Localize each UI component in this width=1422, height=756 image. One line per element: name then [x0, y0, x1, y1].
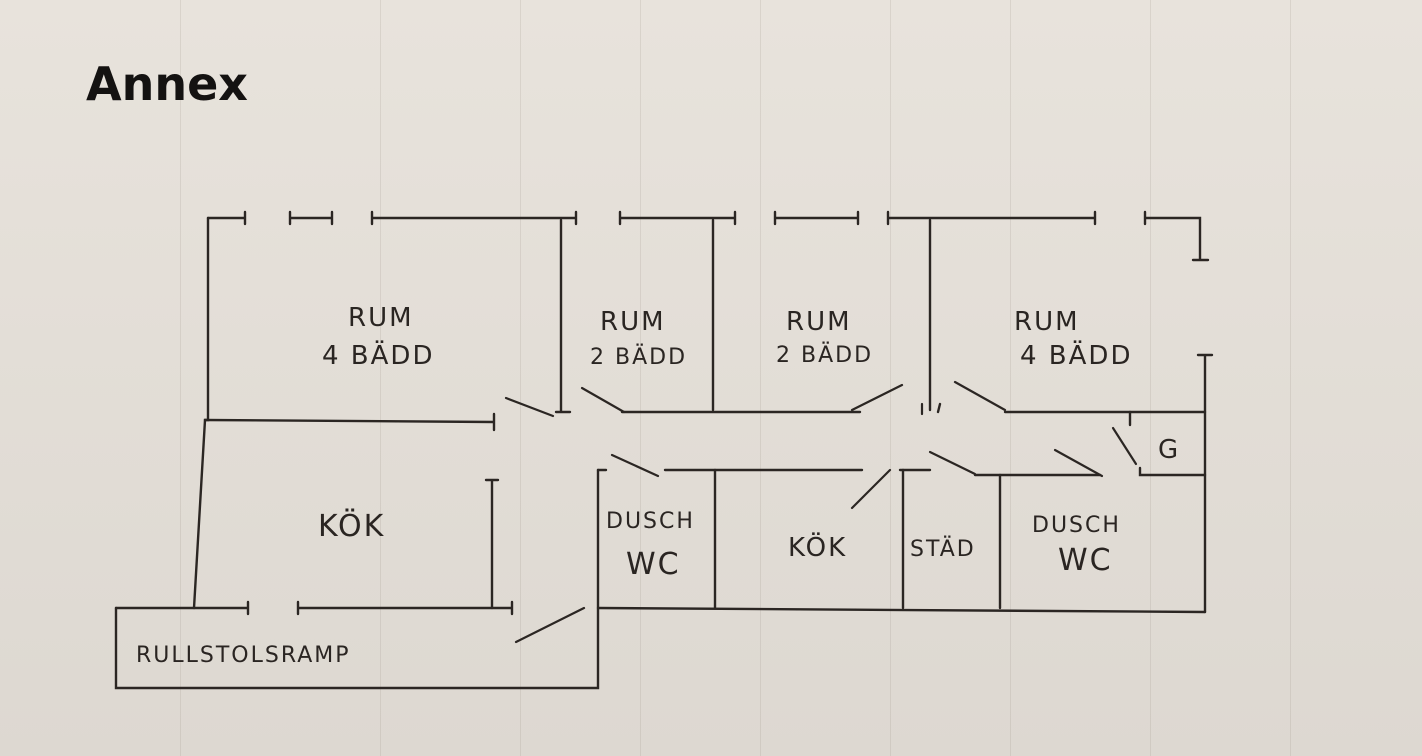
shower2-label-line1: DUSCH: [1032, 513, 1121, 538]
room2-label-line1: RUM: [600, 307, 666, 337]
door-cleaning: [928, 450, 977, 476]
room1-kitchen1-wall: [203, 412, 496, 432]
shower1-label-line2: WC: [626, 547, 681, 582]
top-walls: [206, 210, 1210, 262]
ramp-enclosure: [114, 468, 600, 690]
ghost-line: [1010, 0, 1011, 756]
door-room2: [580, 386, 626, 414]
ghost-line: [180, 0, 181, 756]
ghost-line: [520, 0, 521, 756]
ghost-line: [760, 0, 761, 756]
shower2-label-line2: WC: [1058, 543, 1113, 578]
door-kitchen2: [850, 468, 892, 510]
left-wall: [192, 216, 210, 610]
room3-label-line1: RUM: [786, 307, 852, 337]
lower-block-bottom-wall: [596, 606, 1207, 614]
doors: [504, 380, 1138, 644]
g-label: G: [1158, 435, 1180, 465]
door-room1: [504, 396, 555, 418]
room1-label-line1: RUM: [348, 303, 414, 333]
cleaning-label: STÄD: [910, 536, 976, 562]
ramp-label: RULLSTOLSRAMP: [136, 643, 351, 668]
kitchen1-label: KÖK: [318, 508, 385, 544]
ghost-line: [1150, 0, 1151, 756]
kitchen2-label: KÖK: [788, 531, 847, 563]
room1-label-line2: 4 BÄDD: [322, 339, 434, 371]
plan-title: Annex: [86, 57, 248, 111]
shower1-label-line1: DUSCH: [606, 509, 695, 534]
room4-label-line1: RUM: [1014, 307, 1080, 337]
right-wall: [1196, 353, 1214, 614]
corridor-wall-upper-b: [936, 402, 1207, 414]
g-closet-wall: [1128, 410, 1207, 477]
door-room3: [850, 383, 904, 412]
kitchen1-right-wall: [484, 478, 500, 610]
kitchen1-bottom-wall-b: [296, 600, 514, 616]
door-ramp: [514, 606, 586, 644]
room3-label-line2: 2 BÄDD: [776, 342, 873, 368]
room2-label-line2: 2 BÄDD: [590, 344, 687, 370]
room1-room2-divider: [554, 218, 572, 414]
door-shower1: [610, 453, 660, 478]
door-room4: [953, 380, 1007, 412]
kitchen1-bottom-wall-a: [114, 600, 250, 616]
ghost-line: [890, 0, 891, 756]
ghost-line: [1290, 0, 1291, 756]
room4-label-line2: 4 BÄDD: [1020, 339, 1132, 371]
door-g: [1111, 426, 1138, 466]
door-shower2: [1053, 448, 1104, 478]
ghost-line: [380, 0, 381, 756]
ghost-line: [640, 0, 641, 756]
